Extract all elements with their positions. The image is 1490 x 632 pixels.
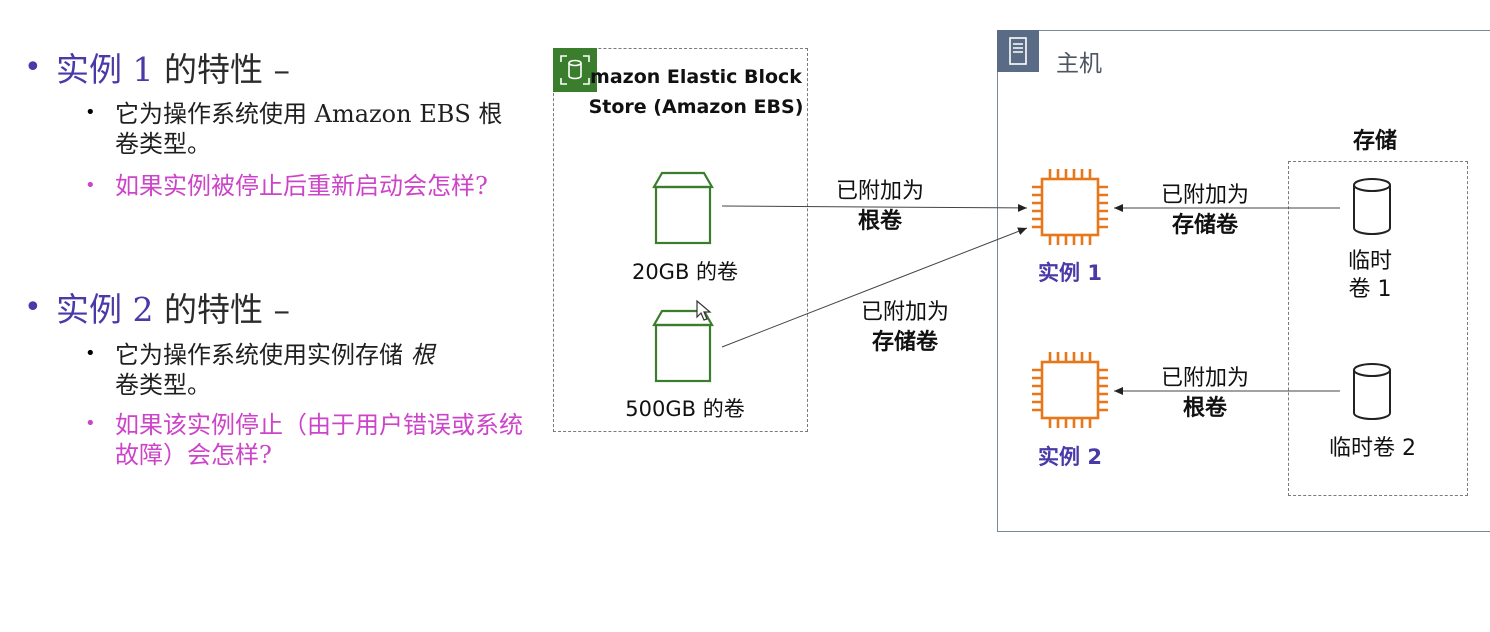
instance2-point-b: 实例存储 bbox=[307, 341, 411, 369]
ebs-group-box bbox=[553, 48, 808, 432]
volume-icon bbox=[652, 171, 714, 245]
ebs-title-line1: mazon Elastic Block bbox=[590, 66, 802, 88]
bullet-dot: • bbox=[24, 50, 42, 85]
instance1-heading-highlight: 实例 1 bbox=[56, 50, 154, 89]
instance1-heading: 实例 1 的特性 – bbox=[56, 50, 290, 90]
ec2-chip-icon bbox=[1032, 169, 1108, 245]
arrow-storage-volume bbox=[721, 227, 1028, 348]
instance2-point-c: 根 bbox=[410, 341, 435, 369]
arrow-label-2-line1: 已附加为 bbox=[860, 300, 949, 325]
instance1-point: 它为操作系统使用 Amazon EBS 根卷类型。 bbox=[115, 100, 503, 158]
arrow-label-1-line2: 根卷 bbox=[857, 209, 902, 234]
instance2-point-a: 它为操作系统使用 bbox=[115, 341, 307, 369]
volume-20gb-label: 20GB 的卷 bbox=[631, 260, 739, 284]
eph1-line1: 临时 bbox=[1347, 249, 1392, 274]
arrow-label-3-line2: 存储卷 bbox=[1171, 213, 1238, 238]
ephemeral-volume-1-label: 临时 卷 1 bbox=[1320, 248, 1420, 304]
host-title: 主机 bbox=[1056, 51, 1102, 77]
arrow-label-2: 已附加为 存储卷 bbox=[835, 298, 975, 358]
arrow-label-1: 已附加为 根卷 bbox=[810, 177, 950, 237]
instance1-label: 实例 1 bbox=[1038, 261, 1102, 285]
ephemeral-volume-icon bbox=[1353, 178, 1391, 235]
sub-bullet-dot: • bbox=[85, 102, 96, 123]
ephemeral-volume-2-label: 临时卷 2 bbox=[1329, 436, 1416, 461]
arrow-label-4-line1: 已附加为 bbox=[1160, 366, 1249, 391]
ebs-title-line2: Store (Amazon EBS) bbox=[588, 96, 804, 118]
mouse-cursor-icon bbox=[696, 300, 712, 321]
arrow-root-volume bbox=[721, 203, 1028, 212]
storage-box bbox=[1288, 161, 1468, 496]
bullet-dot: • bbox=[24, 290, 42, 325]
instance2-heading-rest: 的特性 – bbox=[153, 290, 290, 329]
volume-500gb-label: 500GB 的卷 bbox=[625, 397, 745, 421]
sub-bullet-dot: • bbox=[85, 413, 96, 434]
arrow-label-3: 已附加为 存储卷 bbox=[1135, 181, 1275, 241]
volume-icon bbox=[652, 309, 714, 383]
instance2-label: 实例 2 bbox=[1038, 445, 1102, 469]
instance2-question: 如果该实例停止（由于用户错误或系统故障）会怎样? bbox=[115, 411, 523, 469]
instance1-heading-rest: 的特性 – bbox=[153, 50, 290, 89]
arrow-label-2-line2: 存储卷 bbox=[871, 330, 938, 355]
sub-bullet-dot: • bbox=[85, 175, 96, 196]
arrow-label-4-line2: 根卷 bbox=[1182, 396, 1227, 421]
instance2-heading-highlight: 实例 2 bbox=[56, 290, 154, 329]
ebs-title: mazon Elastic Block Store (Amazon EBS) bbox=[583, 62, 809, 122]
instance2-point-d: 卷类型。 bbox=[115, 371, 211, 399]
sub-bullet-dot: • bbox=[85, 343, 96, 364]
instance2-point: 它为操作系统使用实例存储 根卷类型。 bbox=[115, 340, 520, 400]
arrow-label-4: 已附加为 根卷 bbox=[1135, 364, 1275, 424]
ebs-icon bbox=[553, 48, 597, 92]
host-box bbox=[997, 30, 1490, 532]
instance1-question: 如果实例被停止后重新启动会怎样? bbox=[115, 172, 488, 200]
ec2-chip-icon bbox=[1032, 352, 1108, 428]
arrow-label-3-line1: 已附加为 bbox=[1160, 183, 1249, 208]
server-icon bbox=[997, 30, 1039, 72]
eph1-line2: 卷 1 bbox=[1348, 277, 1392, 302]
ephemeral-volume-icon bbox=[1353, 363, 1391, 420]
storage-title: 存储 bbox=[1352, 129, 1397, 154]
arrow-label-1-line1: 已附加为 bbox=[835, 179, 924, 204]
instance2-heading: 实例 2 的特性 – bbox=[56, 290, 290, 330]
